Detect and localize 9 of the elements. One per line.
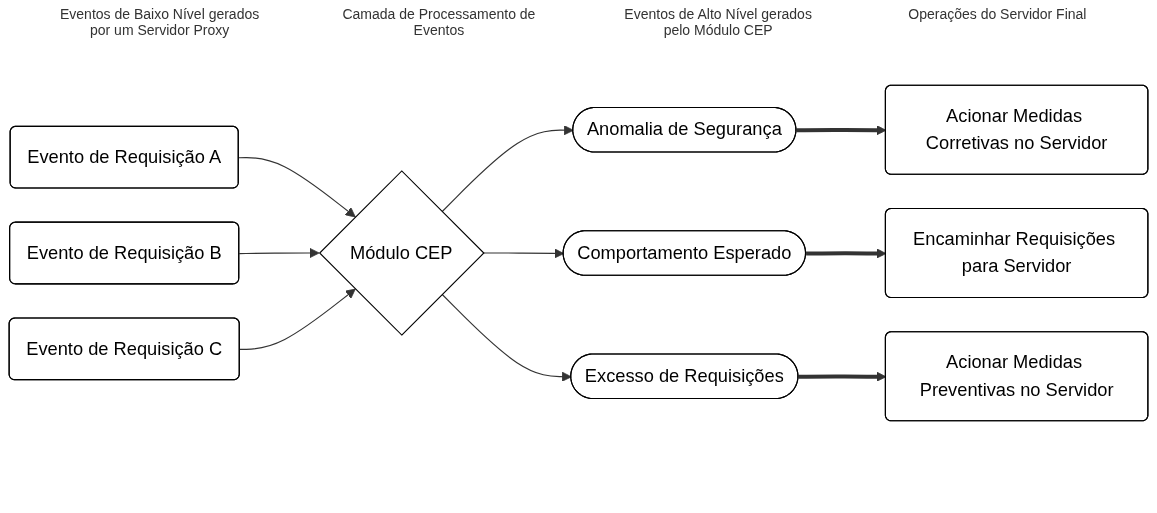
column-heading: Operações do Servidor Final: [907, 6, 1088, 24]
column-heading: Eventos de Alto Nível gerados pelo Módulo CEP: [623, 6, 813, 38]
column-heading: Camada de Processamento de Eventos: [341, 6, 537, 38]
arrow: [238, 157, 356, 218]
arrow: [441, 125, 574, 213]
arrow: [238, 248, 320, 258]
arrow: [239, 288, 356, 350]
column-heading: Eventos de Baixo Nível gerados por um Servidor Proxy: [59, 6, 260, 38]
node-diamond: Módulo CEP: [318, 170, 485, 336]
